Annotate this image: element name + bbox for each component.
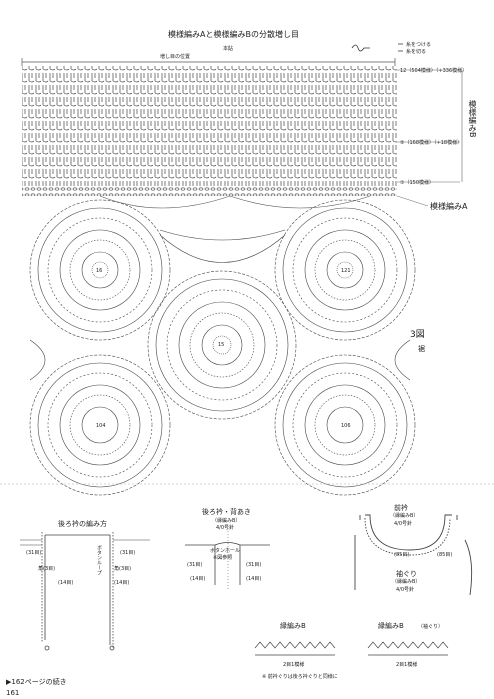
edge-b-title-2: 縁編みB [378,622,404,630]
marker-label: 本貼 [223,46,234,52]
motif-number: 106 [341,423,351,429]
stitch-count: (31目) [187,562,203,568]
back-neck-open-hook: 4/0号針 [216,525,235,531]
figure-label: 3図 [410,330,425,340]
side-label-b: 模様編みB [468,100,477,138]
motif-number: 16 [96,268,103,274]
back-neck-open-sub: （縁編みB） [212,518,241,524]
button-hole-label: ボタンホール [210,548,241,554]
motif-number: 121 [341,268,351,274]
label-a: 模様編みA [430,202,468,211]
stitch-count: (31目) [246,562,262,568]
stitch-count: (31目) [26,550,42,556]
row-label-12: 12（504模様）（+336模様） [400,68,468,74]
edge-b-title-1: 縁編みB [280,622,306,630]
stitch-count: 角(3目) [114,566,132,572]
motif-number: 104 [96,423,106,429]
back-neck-open-title: 後ろ衿・背あき [202,508,251,516]
top-title: 模様編みAと模様編みBの分散増し目 [168,30,299,39]
row-label-5: ⑤（168模様）（+18模様） [400,140,463,146]
repeat-label-2: 2目1模様 [396,662,418,668]
stitch-count: (14目) [114,580,130,586]
legend-cut: 糸を切る [406,49,427,55]
repeat-label-1: 2目1模様 [283,662,305,668]
armhole-sub: （縁編みB） [392,579,421,585]
front-hook: 4/0号針 [394,521,413,527]
button-loop-label: ボタンループ [96,545,102,575]
stitch-count: 角(3目) [38,566,56,572]
edge-b-note: （袖ぐり） [418,624,444,630]
front-sub: （縁編みB） [390,513,419,519]
legend-attach: 糸をつける [406,42,432,48]
bottom-note: ※ 前衿ぐりは後ろ衿ぐりと同様に [262,674,338,680]
figure-sub: 裾 [418,345,425,353]
front-title: 前衿 [394,504,408,512]
row-label-1: ①（150模様） [400,180,435,186]
stitch-count: (14目) [190,576,206,582]
stitch-count: (14目) [58,580,74,586]
armhole-title: 袖ぐり [396,570,417,578]
stitch-count: (85目) [437,552,453,558]
stitch-count: (14目) [246,576,262,582]
motif-group [29,199,416,496]
back-neck-method-title: 後ろ衿の編み方 [58,520,107,528]
stitch-count: (31目) [120,550,136,556]
pattern-b-grid [22,66,397,186]
page-number: 161 [6,689,20,697]
hole-position-note: ※図参照 [213,555,233,561]
motif-number: 15 [218,342,225,348]
armhole-hook: 4/0号針 [396,587,415,593]
increase-note: 増し目の位置 [160,54,191,60]
continued-from-label: ▶162ページの続き [6,678,67,686]
stitch-count: (85目) [394,552,410,558]
